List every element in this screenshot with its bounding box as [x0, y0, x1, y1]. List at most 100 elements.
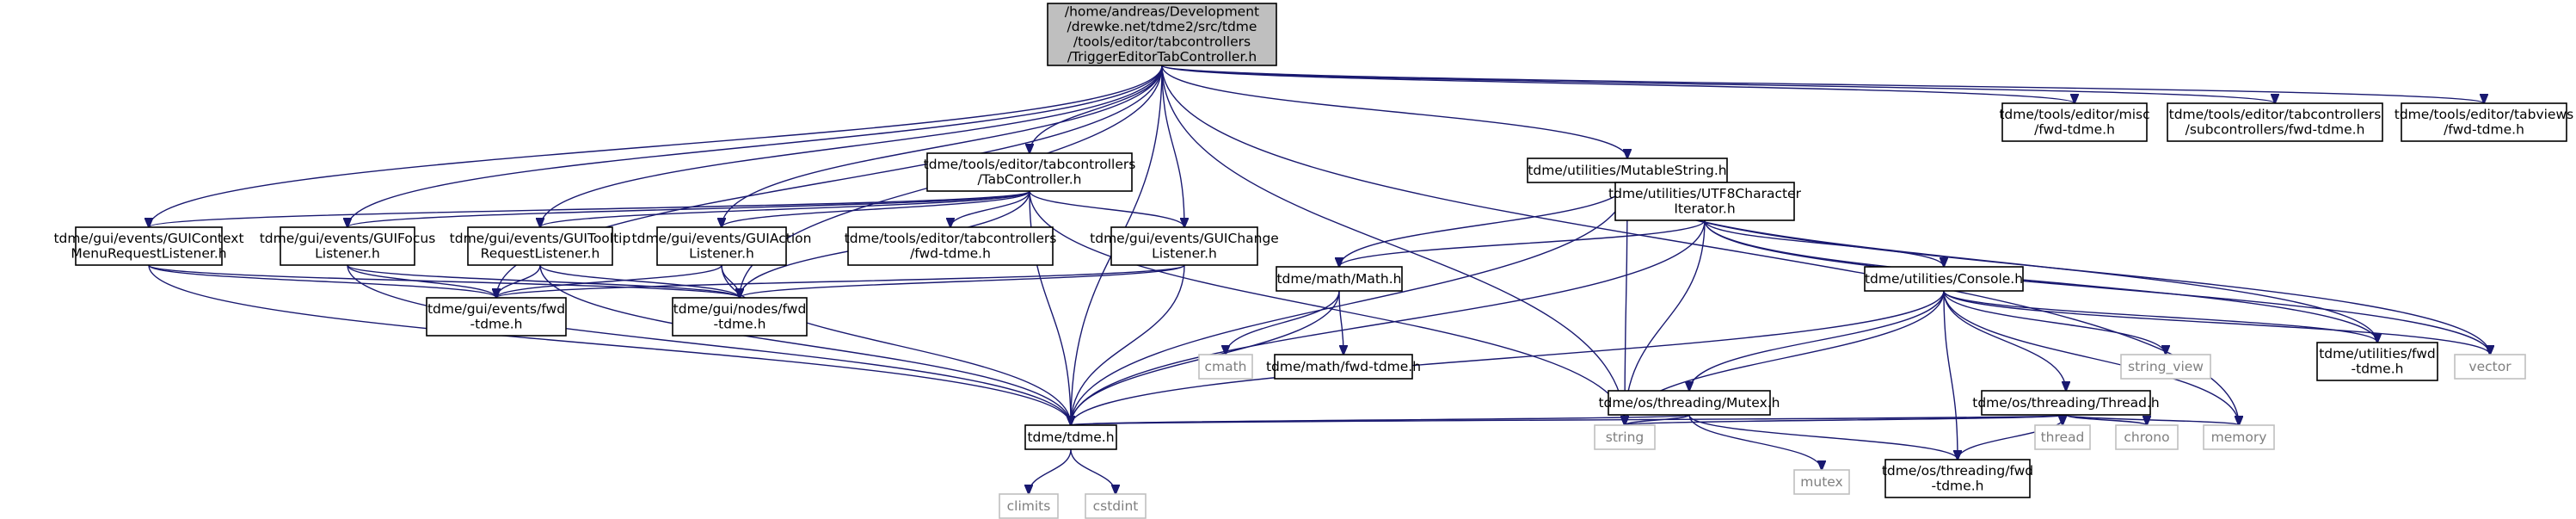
node-threadfwd[interactable]: tdme/os/threading/fwd-tdme.h: [1882, 459, 2033, 498]
edge-tdme-to-cstdint: [1070, 448, 1116, 494]
node-tabviewsfwd[interactable]: tdme/tools/editor/tabviews/fwd-tdme.h: [2395, 102, 2573, 142]
node-memory: memory: [2203, 424, 2275, 450]
edge-console-to-memory: [1943, 290, 2239, 425]
node-label: Listener.h: [1152, 246, 1217, 262]
node-tdme[interactable]: tdme/tdme.h: [1024, 424, 1117, 450]
edge-root-to-focus: [347, 65, 1163, 227]
node-label: tdme/utilities/MutableString.h: [1528, 163, 1726, 178]
edge-tabctrl-to-change: [1029, 190, 1184, 227]
node-vector: vector: [2454, 354, 2526, 380]
nodes-layer: /home/andreas/Development/drewke.net/tdm…: [53, 3, 2573, 519]
node-chrono: chrono: [2115, 424, 2179, 450]
node-box: [1884, 459, 2031, 498]
node-label: tdme/gui/nodes/fwd: [673, 301, 807, 317]
node-label: vector: [2468, 359, 2511, 374]
node-label: -tdme.h: [1932, 479, 1984, 494]
node-label: /home/andreas/Development: [1065, 4, 1259, 20]
edge-console-to-thread: [1943, 290, 2066, 391]
node-thread[interactable]: tdme/os/threading/Thread.h: [1972, 390, 2160, 416]
edge-math-to-cmath: [1226, 290, 1340, 355]
node-box: [672, 297, 808, 337]
node-label: tdme/utilities/Console.h: [1865, 271, 2023, 287]
node-utilfwd[interactable]: tdme/utilities/fwd-tdme.h: [2316, 342, 2438, 381]
node-box: [1085, 493, 1147, 519]
node-box: [1110, 226, 1258, 266]
node-label: tdme/math/fwd-tdme.h: [1266, 359, 1421, 374]
edge-mutstr-to-string: [1625, 182, 1627, 425]
node-box: [847, 226, 1054, 266]
node-console[interactable]: tdme/utilities/Console.h: [1864, 266, 2024, 292]
node-tabctrl[interactable]: tdme/tools/editor/tabcontrollers/TabCont…: [924, 152, 1136, 192]
edge-change-to-nodesfwd: [740, 264, 1185, 298]
node-label: string_view: [2128, 359, 2204, 375]
node-cstdint: cstdint: [1085, 493, 1147, 519]
node-mutstr[interactable]: tdme/utilities/MutableString.h: [1527, 158, 1728, 183]
node-ctxmenu[interactable]: tdme/gui/events/GUIContextMenuRequestLis…: [53, 226, 244, 266]
edge-action-to-tdme: [721, 264, 1071, 425]
edge-thread-to-memory: [2065, 414, 2239, 425]
edge-ctxmenu-to-tdme: [148, 264, 1071, 425]
node-label: mutex: [1800, 474, 1842, 490]
node-tcfwd[interactable]: tdme/tools/editor/tabcontrollers/fwd-tdm…: [845, 226, 1057, 266]
node-threadstd: thread: [2034, 424, 2091, 450]
node-label: MenuRequestListener.h: [71, 246, 226, 262]
node-strview: string_view: [2120, 354, 2211, 380]
edge-tooltip-to-nodesfwd: [539, 264, 740, 298]
node-label: string: [1606, 429, 1645, 445]
node-subfwd[interactable]: tdme/tools/editor/tabcontrollers/subcont…: [2167, 102, 2383, 142]
node-mutex[interactable]: tdme/os/threading/Mutex.h: [1598, 390, 1780, 416]
node-label: /subcontrollers/fwd-tdme.h: [2186, 122, 2365, 138]
edge-utf8-to-vector: [1704, 219, 2490, 355]
node-label: tdme/os/threading/Thread.h: [1972, 395, 2160, 411]
node-math[interactable]: tdme/math/Math.h: [1276, 266, 1403, 292]
node-nodesfwd[interactable]: tdme/gui/nodes/fwd-tdme.h: [672, 297, 808, 337]
node-mathfwd[interactable]: tdme/math/fwd-tdme.h: [1266, 354, 1421, 380]
node-box: [1024, 424, 1117, 450]
edge-tdme-to-climits: [1029, 448, 1072, 494]
edge-root-to-tooltip: [540, 65, 1163, 227]
node-label: /fwd-tdme.h: [2034, 122, 2115, 138]
node-box: [280, 226, 415, 266]
node-box: [2401, 102, 2567, 142]
edge-focus-to-tdme: [347, 264, 1071, 425]
edge-focus-to-eventsfwd: [347, 264, 496, 298]
edge-mutex-to-threadfwd: [1688, 414, 1958, 460]
edge-math-to-mathfwd: [1338, 290, 1343, 355]
edge-root-to-tabviewsfwd: [1161, 65, 2484, 103]
edge-thread-to-tdme: [1071, 414, 2067, 425]
node-eventsfwd[interactable]: tdme/gui/events/fwd-tdme.h: [426, 297, 567, 337]
edge-console-to-tdme: [1071, 290, 1945, 425]
node-label: RequestListener.h: [481, 246, 600, 262]
node-cmath: cmath: [1198, 354, 1253, 380]
node-label: chrono: [2124, 429, 2169, 445]
node-box: [467, 226, 613, 266]
edge-mutex-to-mutexstd: [1688, 414, 1822, 470]
edge-console-to-strview: [1943, 290, 2166, 355]
node-box: [2034, 424, 2091, 450]
node-box: [1276, 266, 1403, 292]
node-box: [1608, 390, 1771, 416]
edge-ctxmenu-to-eventsfwd: [148, 264, 496, 298]
node-box: [656, 226, 787, 266]
node-box: [1527, 158, 1728, 183]
node-label: -tdme.h: [470, 317, 523, 332]
edge-tooltip-to-tdme: [539, 264, 1071, 425]
node-box: [926, 152, 1133, 192]
edge-console-to-vector: [1943, 290, 2490, 355]
node-root[interactable]: /home/andreas/Development/drewke.net/tdm…: [1047, 3, 1277, 66]
node-label: tdme/gui/events/GUIChange: [1090, 231, 1279, 246]
edge-tabctrl-to-action: [722, 190, 1030, 227]
node-box: [2167, 102, 2383, 142]
node-miscfwd[interactable]: tdme/tools/editor/misc/fwd-tdme.h: [1999, 102, 2150, 142]
node-tooltip[interactable]: tdme/gui/events/GUITooltipRequestListene…: [450, 226, 631, 266]
node-box: [426, 297, 567, 337]
edge-thread-to-string: [1625, 414, 2067, 425]
node-label: tdme/os/threading/Mutex.h: [1598, 395, 1780, 411]
node-label: -tdme.h: [2352, 361, 2404, 377]
node-label: tdme/gui/events/GUIFocus: [260, 231, 436, 246]
